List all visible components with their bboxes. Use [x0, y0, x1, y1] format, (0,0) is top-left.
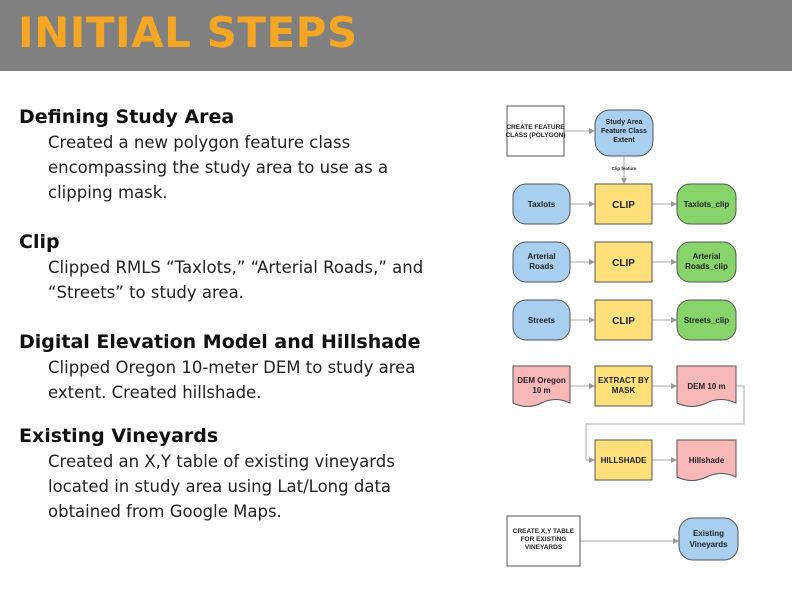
- streets-label: Streets: [528, 316, 556, 325]
- create-xy-table-label-3: VINEYARDS: [525, 544, 563, 551]
- hillshade-tool: [594, 439, 653, 481]
- section-body: Created a new polygon feature class enco…: [48, 133, 389, 202]
- section-heading: Existing Vineyards: [19, 425, 219, 447]
- section-clip: Clip Clipped RMLS “Taxlots,” “Arterial R…: [19, 229, 449, 305]
- section-heading: Digital Elevation Model and Hillshade: [19, 331, 421, 353]
- clip-tool-taxlots: [594, 183, 653, 225]
- taxlots-label: Taxlots: [528, 200, 556, 209]
- taxlots-clip-output-node: [676, 183, 737, 225]
- hillshade-output-label: Hillshade: [689, 456, 725, 465]
- create-feature-class-label-2: CLASS (POLYGON): [505, 132, 565, 139]
- arterial-roads-label-1: Arterial: [527, 252, 555, 261]
- section-dem-hillshade: Digital Elevation Model and Hillshade Cl…: [19, 329, 449, 405]
- extract-by-mask-label-2: MASK: [612, 386, 636, 395]
- streets-input-node: [512, 299, 571, 341]
- clip-tool-streets: [594, 299, 653, 341]
- section-body: Clipped RMLS “Taxlots,” “Arterial Roads,…: [48, 258, 424, 302]
- streets-clip-label: Streets_clip: [684, 316, 729, 325]
- dem-10m-raster-node: [676, 365, 737, 407]
- connector-lines: [564, 128, 745, 544]
- clip-tool-label: CLIP: [612, 258, 635, 269]
- dem-10m-label: DEM 10 m: [687, 382, 725, 391]
- create-xy-table-label-2: FOR EXISTING: [521, 536, 567, 543]
- existing-vineyards-label-2: Vineyards: [689, 540, 728, 549]
- extract-by-mask-tool: [594, 365, 653, 407]
- arterial-roads-clip-label-2: Roads_clip: [685, 262, 728, 271]
- section-existing-vineyards: Existing Vineyards Created an X,Y table …: [19, 423, 449, 524]
- create-xy-table-box: [506, 515, 581, 567]
- arterial-roads-input-node: [512, 241, 571, 283]
- arterial-roads-clip-output-node: [676, 241, 737, 283]
- study-area-label-2: Feature Class: [601, 128, 647, 135]
- dem-oregon-raster-node: [512, 365, 571, 407]
- extract-by-mask-label-1: EXTRACT BY: [598, 376, 650, 385]
- existing-vineyards-label-1: Existing: [693, 529, 724, 538]
- section-body: Clipped Oregon 10-meter DEM to study are…: [48, 358, 416, 402]
- clip-feature-label: Clip feature: [612, 166, 637, 171]
- streets-clip-output-node: [676, 299, 737, 341]
- existing-vineyards-node: [678, 517, 739, 561]
- create-xy-table-label-1: CREATE X,Y TABLE: [513, 528, 575, 535]
- section-heading: Defining Study Area: [19, 106, 235, 128]
- create-feature-class-label-1: CREATE FEATURE: [506, 124, 565, 131]
- clip-tool-label: CLIP: [612, 200, 635, 211]
- header-bar: INITIAL STEPS: [0, 0, 792, 71]
- taxlots-clip-label: Taxlots_clip: [684, 200, 730, 209]
- clip-tool-arterial-roads: [594, 241, 653, 283]
- section-defining-study-area: Defining Study Area Created a new polygo…: [19, 104, 449, 205]
- dem-oregon-label-2: 10 m: [532, 386, 550, 395]
- arterial-roads-clip-label-1: Arterial: [692, 252, 720, 261]
- hillshade-tool-label: HILLSHADE: [601, 456, 647, 465]
- dem-oregon-label-1: DEM Oregon: [517, 376, 566, 385]
- arterial-roads-label-2: Roads: [529, 262, 554, 271]
- study-area-label-1: Study Area: [606, 119, 643, 126]
- clip-tool-label: CLIP: [612, 316, 635, 327]
- hillshade-raster-node: [676, 439, 737, 481]
- taxlots-input-node: [512, 183, 571, 225]
- study-area-extent-node: [594, 109, 654, 157]
- section-body: Created an X,Y table of existing vineyar…: [48, 452, 395, 521]
- section-heading: Clip: [19, 231, 60, 253]
- page-title: INITIAL STEPS: [18, 8, 358, 57]
- study-area-label-3: Extent: [613, 137, 635, 144]
- create-feature-class-box: [506, 105, 565, 157]
